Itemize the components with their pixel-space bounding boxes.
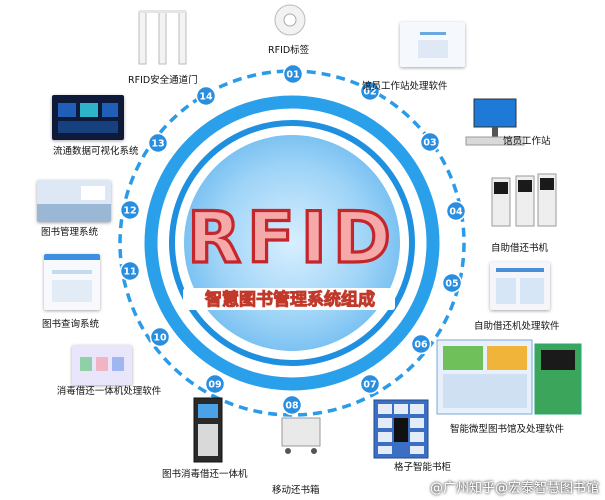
- badge-number: 09: [208, 380, 221, 391]
- badge-circle: [359, 80, 381, 102]
- badge-circle: [441, 272, 463, 294]
- label-query-system: 图书查询系统: [42, 319, 100, 330]
- label-visualization-system: 流通数据可视化系统: [53, 146, 139, 157]
- label-security-gate: RFID安全通道门: [128, 75, 198, 86]
- self-checkout-machine-image: [486, 170, 558, 230]
- badge-number: 13: [151, 139, 164, 150]
- rfid-tag-roll-image: [272, 2, 308, 38]
- watermark: @广州知乎@宏泰智慧图书馆: [429, 481, 599, 496]
- number-badges: 01 02 03 04 05 06 07 08 09 10 11 12 13 14: [119, 63, 467, 416]
- circulation-visualization-image: [52, 95, 124, 140]
- center-title: RFID: [187, 197, 397, 279]
- badge-number: 10: [153, 333, 167, 344]
- security-gate-image: [133, 8, 193, 66]
- label-librarian-software: 馆员工作站处理软件: [362, 81, 448, 92]
- badge-circle: [149, 326, 171, 348]
- label-rfid-tag: RFID标签: [268, 45, 310, 56]
- badge-number: 14: [199, 92, 213, 103]
- micro-library-image: [435, 336, 583, 416]
- badge-number: 07: [363, 380, 376, 391]
- label-librarian-workstation: 馆员工作站: [503, 136, 551, 147]
- librarian-workstation-image: [462, 95, 528, 150]
- badge-number: 06: [414, 340, 428, 351]
- badge-circle: [281, 394, 303, 416]
- badge-number: 04: [449, 207, 463, 218]
- subtitle-band: [183, 288, 395, 310]
- badge-circle: [147, 132, 169, 154]
- badge-number: 12: [123, 206, 136, 217]
- disinfection-machine-image: [192, 396, 224, 464]
- book-query-system-image: [44, 254, 100, 310]
- self-checkout-software-image: [490, 262, 550, 310]
- badge-number: 02: [363, 87, 376, 98]
- disinfection-software-image: [72, 345, 132, 385]
- badge-circle: [195, 85, 217, 107]
- badge-number: 08: [285, 401, 299, 412]
- badge-number: 03: [423, 138, 436, 149]
- badge-circle: [204, 373, 226, 395]
- badge-circle: [359, 373, 381, 395]
- library-management-image: [37, 180, 111, 222]
- label-disinfection-machine: 图书消毒借还一体机: [162, 469, 248, 480]
- badge-circle: [119, 260, 141, 282]
- librarian-software-image: [400, 22, 465, 67]
- badge-circle: [119, 199, 141, 221]
- center-subtitle: 智慧图书管理系统组成: [205, 289, 375, 310]
- badge-circle: [419, 131, 441, 153]
- label-management-system: 图书管理系统: [41, 227, 99, 238]
- label-mobile-return-box: 移动还书箱: [272, 485, 320, 496]
- smart-grid-bookcase-image: [372, 398, 430, 460]
- label-self-checkout-machine: 自助借还书机: [491, 243, 549, 254]
- badge-number: 11: [123, 267, 136, 278]
- badge-circle: [410, 333, 432, 355]
- badge-number: 05: [445, 279, 458, 290]
- badge-number: 01: [286, 70, 299, 81]
- label-micro-library: 智能微型图书馆及处理软件: [450, 424, 565, 435]
- label-disinfection-software: 消毒借还一体机处理软件: [56, 386, 162, 397]
- label-self-checkout-software: 自助借还机处理软件: [474, 321, 560, 332]
- badge-circle: [445, 200, 467, 222]
- badge-circle: [282, 63, 304, 85]
- mobile-return-box-image: [278, 414, 324, 456]
- label-grid-bookcase: 格子智能书柜: [394, 462, 452, 473]
